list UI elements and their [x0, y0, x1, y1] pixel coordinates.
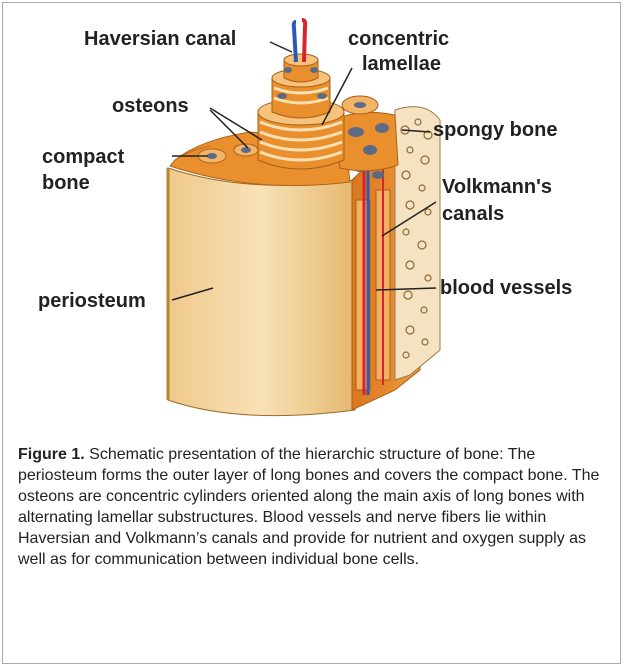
label-periosteum: periosteum	[38, 290, 146, 312]
figure-caption: Figure 1. Schematic presentation of the …	[18, 444, 610, 570]
label-concentric: concentric	[348, 28, 449, 50]
periosteum-layer	[168, 168, 355, 416]
label-lamellae: lamellae	[362, 53, 441, 75]
label-canals: canals	[442, 203, 504, 225]
label-volkmanns: Volkmann's	[442, 176, 552, 198]
label-blood-vessels: blood vessels	[440, 277, 572, 299]
caption-text: Schematic presentation of the hierarchic…	[18, 446, 599, 568]
label-osteons: osteons	[112, 95, 189, 117]
osteon-lamellae	[258, 54, 344, 169]
figure-number: Figure 1.	[18, 446, 85, 463]
label-compact: compact	[42, 146, 125, 168]
label-spongy-bone: spongy bone	[433, 119, 557, 141]
bone-structure-diagram: Haversian canal concentric lamellae oste…	[0, 0, 625, 430]
label-haversian-canal: Haversian canal	[84, 28, 236, 50]
label-bone: bone	[42, 172, 90, 194]
